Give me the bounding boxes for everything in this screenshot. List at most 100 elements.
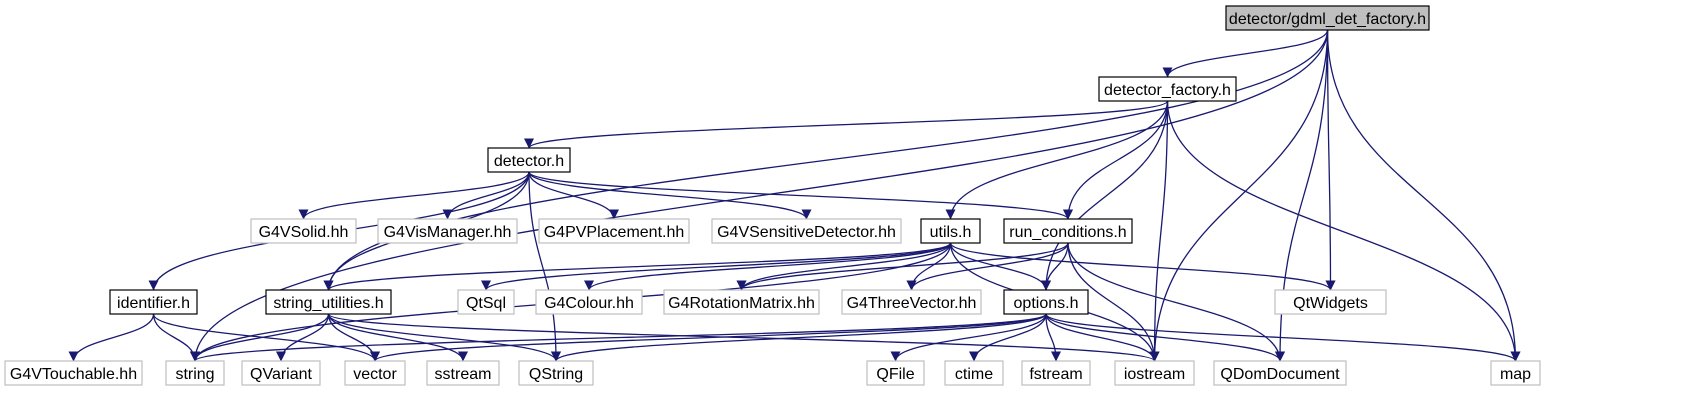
edge-options-to-QDomDocument [1045,313,1285,362]
node-box [457,289,515,315]
node-box [535,289,643,315]
edge-options-to-map [1045,313,1521,362]
node-label: G4RotationMatrix.hh [668,295,815,312]
node-utils[interactable]: utils.h [920,218,981,244]
node-label: ctime [955,366,993,383]
edge-options-to-string [190,313,1047,362]
edge-gdml_det_factory-to-map [1326,29,1521,362]
edge-run_conditions-to-G4RotationMatrix [736,242,1069,291]
edge-run_conditions-to-QDomDocument [1067,242,1285,362]
node-label: map [1500,366,1531,383]
node-identifier[interactable]: identifier.h [109,289,198,315]
node-QtWidgets: QtWidgets [1274,289,1387,315]
edge-string_utilities-to-string [190,313,330,362]
node-G4PVPlacement: G4PVPlacement.hh [538,218,690,244]
node-label: detector_factory.h [1104,82,1231,99]
edge-gdml_det_factory-to-detector_factory [1162,29,1329,78]
node-detector_factory[interactable]: detector_factory.h [1098,76,1237,102]
node-box [344,360,406,386]
node-box [109,289,198,315]
node-label: QtSql [466,295,506,312]
node-label: G4ThreeVector.hh [847,295,977,312]
node-G4ThreeVector: G4ThreeVector.hh [841,289,982,315]
node-box [487,147,571,173]
edge-identifier-to-G4VTouchable [68,313,155,362]
edge-run_conditions-to-options [1041,242,1069,291]
edge-string_utilities-to-iostream [327,313,1160,362]
node-box [1274,289,1387,315]
node-label: fstream [1029,366,1082,383]
edge-utils-to-QtSql [481,242,952,291]
node-QtSql: QtSql [457,289,515,315]
node-string_utilities[interactable]: string_utilities.h [265,289,392,315]
node-fstream: fstream [1021,360,1091,386]
edge-identifier-to-string [152,313,200,362]
node-options[interactable]: options.h [1003,289,1089,315]
edge-run_conditions-to-iostream [1067,242,1160,362]
node-box [1021,360,1091,386]
edge-utils-to-G4Colour [584,242,952,291]
node-label: iostream [1124,366,1185,383]
node-QVariant: QVariant [241,360,321,386]
node-box [663,289,820,315]
node-label: detector/gdml_det_factory.h [1229,11,1426,28]
node-run_conditions[interactable]: run_conditions.h [1003,218,1133,244]
edge-detector-to-QString [528,171,561,362]
node-label: string_utilities.h [273,295,383,312]
node-box [250,218,357,244]
node-label: G4PVPlacement.hh [544,224,685,241]
node-box [1225,5,1430,31]
node-box [538,218,690,244]
node-label: QtWidgets [1293,295,1368,312]
edge-options-to-ctime [969,313,1047,362]
edge-detector_factory-to-iostream [1149,100,1169,362]
edge-layer [68,29,1521,362]
edge-utils-to-string_utilities [323,242,952,291]
edge-detector-to-G4VSensitiveDetector [528,171,812,220]
edge-gdml_det_factory-to-string [190,29,1329,362]
edge-string_utilities-to-sstream [327,313,468,362]
node-G4RotationMatrix: G4RotationMatrix.hh [663,289,820,315]
node-box [866,360,925,386]
node-box [4,360,143,386]
edge-string_utilities-to-QVariant [276,313,330,362]
node-gdml_det_factory: detector/gdml_det_factory.h [1225,5,1430,31]
edge-detector_factory-to-detector [524,100,1169,149]
node-box [1003,218,1133,244]
edge-detector-to-G4PVPlacement [528,171,619,220]
node-label: string [175,366,214,383]
node-label: G4VisManager.hh [384,224,512,241]
node-detector[interactable]: detector.h [487,147,571,173]
node-G4VTouchable: G4VTouchable.hh [4,360,143,386]
node-box [920,218,981,244]
node-G4VisManager: G4VisManager.hh [377,218,518,244]
node-QString: QString [518,360,594,386]
edge-options-to-QFile [890,313,1047,362]
node-box [841,289,982,315]
node-iostream: iostream [1114,360,1195,386]
edge-gdml_det_factory-to-QtWidgets [1325,29,1336,291]
node-QFile: QFile [866,360,925,386]
node-label: vector [353,366,397,383]
edge-run_conditions-to-G4ThreeVector [906,242,1069,291]
node-sstream: sstream [426,360,500,386]
node-box [265,289,392,315]
node-map: map [1490,360,1541,386]
edge-utils-to-G4RotationMatrix [736,242,952,291]
node-label: identifier.h [117,295,190,312]
node-label: G4VTouchable.hh [10,366,137,383]
edge-options-to-vector [370,313,1047,362]
node-label: sstream [435,366,492,383]
node-label: utils.h [930,224,972,241]
node-box [1114,360,1195,386]
edge-detector_factory-to-options [1041,100,1169,291]
node-box [1490,360,1541,386]
node-label: QDomDocument [1220,366,1340,383]
edge-gdml_det_factory-to-string_utilities [323,29,1329,291]
node-G4Colour: G4Colour.hh [535,289,643,315]
edge-detector_factory-to-run_conditions [1063,100,1169,220]
node-label: G4VSolid.hh [259,224,349,241]
edge-options-to-iostream [1045,313,1160,362]
node-box [426,360,500,386]
